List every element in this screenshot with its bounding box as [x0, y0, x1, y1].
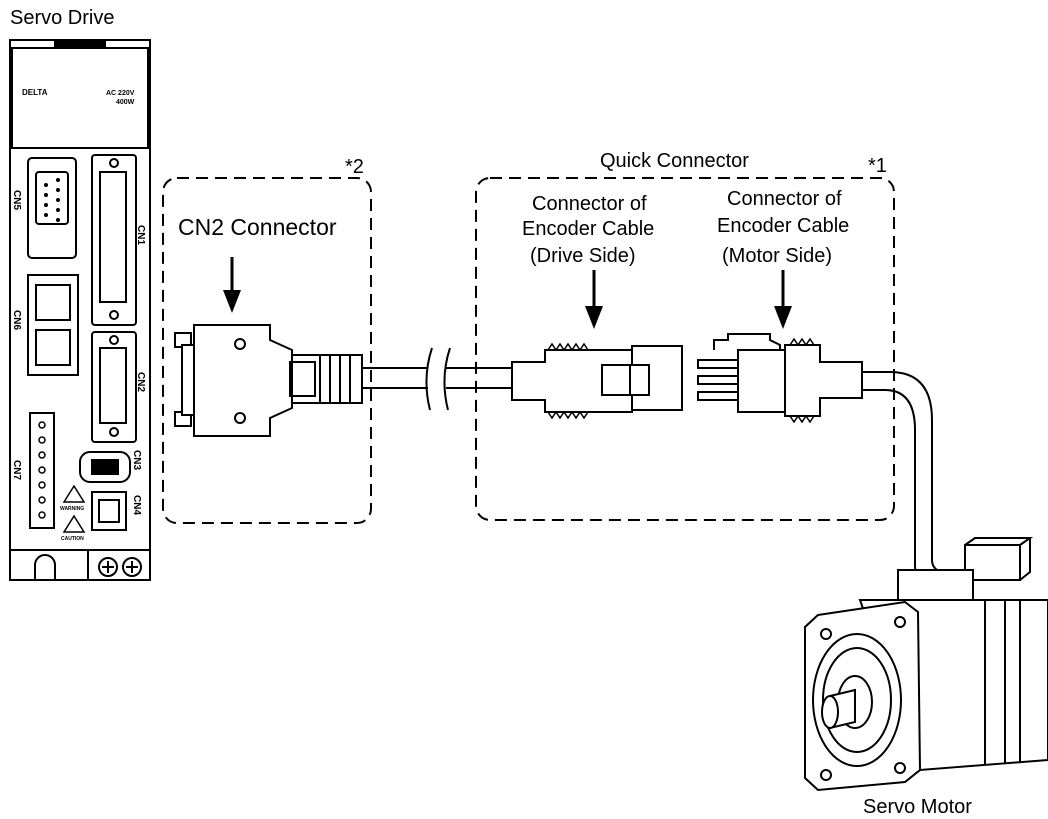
caution-label: CAUTION: [61, 536, 84, 542]
drive-side-arrow: [585, 270, 603, 329]
port-label-cn3: CN3: [131, 450, 142, 470]
note-2: *2: [345, 156, 364, 178]
motor-side-label-line-2: Encoder Cable: [717, 215, 849, 237]
cn2-group: *2 CN2 Connector: [163, 156, 371, 523]
encoder-cable: [362, 348, 512, 410]
servo-drive-label: Servo Drive: [10, 7, 114, 29]
cn2-arrow: [223, 257, 241, 313]
drive-side-label-line-1: Connector of: [532, 193, 647, 215]
drive-side-connector: [512, 344, 682, 418]
cn2-plug: [175, 325, 362, 436]
cn2-connector-label: CN2 Connector: [178, 214, 337, 240]
quick-connector-label: Quick Connector: [600, 150, 749, 172]
port-label-cn5: CN5: [11, 190, 22, 210]
port-label-cn1: CN1: [135, 225, 146, 245]
brand-logo-text: DELTA: [22, 88, 48, 97]
port-label-cn6: CN6: [11, 310, 22, 330]
servo-motor: [805, 538, 1048, 790]
drive-side-label-line-2: Encoder Cable: [522, 218, 654, 240]
motor-cable: [862, 372, 960, 590]
motor-side-label-line-1: Connector of: [727, 188, 842, 210]
rating-line-2: 400W: [116, 99, 135, 106]
motor-side-connector: [698, 334, 862, 422]
port-label-cn2: CN2: [135, 372, 146, 392]
port-label-cn4: CN4: [131, 495, 142, 515]
quick-connector-group: Quick Connector *1 Connector of Encoder …: [476, 150, 894, 520]
servo-drive: Servo Drive DELTA AC 220V 400W CN5 CN1 C…: [10, 7, 150, 580]
note-1: *1: [868, 155, 887, 177]
servo-motor-label: Servo Motor: [863, 796, 972, 818]
port-label-cn7: CN7: [11, 460, 22, 480]
motor-side-arrow: [774, 270, 792, 329]
drive-side-label-line-3: (Drive Side): [530, 245, 636, 267]
motor-side-label-line-3: (Motor Side): [722, 245, 832, 267]
rating-line-1: AC 220V: [106, 90, 135, 97]
warning-label: WARNING: [60, 506, 84, 512]
